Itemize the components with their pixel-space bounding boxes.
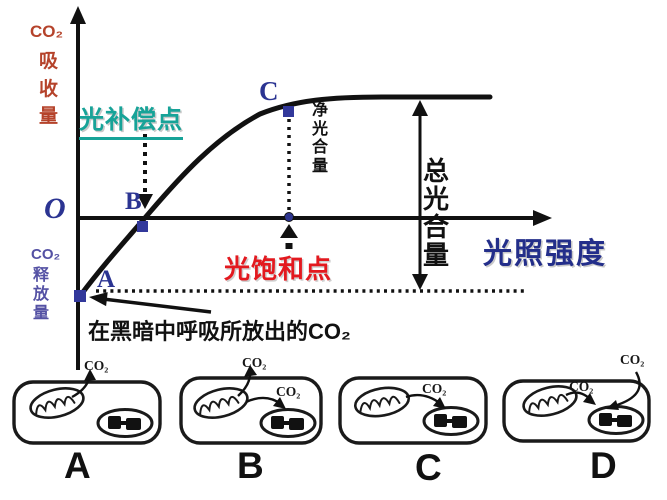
cell-b-label: B bbox=[237, 445, 264, 486]
point-a-label: A bbox=[97, 266, 116, 293]
cell-c-label: C bbox=[415, 447, 442, 488]
x-axis bbox=[76, 210, 552, 226]
gross-photosynthesis-span-arrow bbox=[412, 100, 428, 290]
cell-membrane bbox=[502, 379, 651, 443]
light-saturation-point-label: 光饱和点 bbox=[224, 254, 333, 284]
cell-b-co2-in-label: CO₂ bbox=[276, 384, 301, 399]
cell-c-co2-in-label: CO₂ bbox=[422, 381, 447, 396]
cell-d-diagram bbox=[502, 371, 651, 443]
cell-a-label: A bbox=[64, 445, 91, 486]
co2-absorption-axis-label: 吸 收 量 bbox=[39, 51, 59, 127]
photosynthesis-curve bbox=[77, 94, 493, 299]
cell-a-diagram bbox=[12, 369, 162, 445]
dark-respiration-note: 在黑暗中呼吸所放出的CO₂ bbox=[88, 319, 351, 344]
cell-a-co2-out-label: CO₂ bbox=[84, 358, 109, 373]
compensation-dropline bbox=[137, 134, 153, 209]
point-a-marker bbox=[74, 290, 86, 302]
light-intensity-axis-label: 光照强度 bbox=[483, 238, 608, 270]
co2-release-axis-label: 释 放 量 bbox=[33, 267, 50, 322]
cell-d-label: D bbox=[590, 445, 617, 486]
co2-release-gas-label: CO₂ bbox=[31, 246, 61, 263]
cell-b-diagram bbox=[179, 365, 323, 445]
point-c-label: C bbox=[259, 76, 279, 106]
cell-c-diagram bbox=[338, 376, 488, 445]
cell-d-co2-out-label: CO₂ bbox=[620, 352, 645, 367]
axis-intersection-dot bbox=[284, 212, 294, 222]
y-axis bbox=[70, 6, 86, 370]
co2-in-arrow bbox=[613, 371, 641, 408]
saturation-pointer bbox=[280, 224, 298, 249]
cell-membrane bbox=[179, 376, 323, 445]
point-a-pointer-arrow bbox=[89, 292, 212, 314]
point-b-marker bbox=[137, 221, 148, 232]
c-dropline bbox=[284, 119, 294, 222]
light-compensation-point-label: 光补偿点 bbox=[79, 100, 184, 140]
point-c-marker bbox=[283, 106, 294, 117]
y-axis-arrowhead bbox=[70, 6, 86, 24]
co2-absorption-gas-label: CO₂ bbox=[30, 22, 64, 41]
net-photosynthesis-label: 净 光 合 量 bbox=[312, 102, 329, 175]
cell-membrane bbox=[338, 376, 488, 445]
point-b-label: B bbox=[125, 188, 142, 215]
cell-d-co2-in-label: CO₂ bbox=[569, 379, 594, 394]
x-axis-arrowhead bbox=[533, 210, 552, 226]
origin-label: O bbox=[44, 192, 66, 225]
cell-b-co2-out-label: CO₂ bbox=[242, 355, 267, 370]
gross-photosynthesis-label: 总 光 合 量 bbox=[423, 156, 450, 270]
